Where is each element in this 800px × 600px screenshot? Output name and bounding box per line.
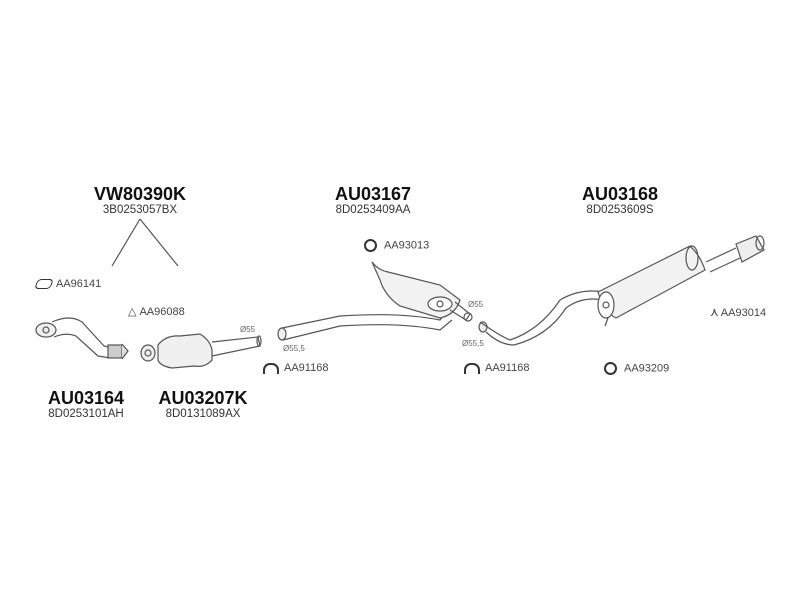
hanger-icon: ⋏	[710, 305, 719, 319]
rubber-mount-icon	[364, 239, 377, 252]
accessory-aa93014: ⋏AA93014	[710, 305, 767, 319]
oe-number-3b0253057bx: 3B0253057BX	[102, 204, 178, 216]
kit-bracket-lines	[111, 218, 179, 267]
triangle-gasket-icon: △	[128, 306, 137, 318]
accessory-aa91168-2: AA91168	[464, 362, 529, 374]
part-number-au03207k: AU03207K	[158, 388, 248, 408]
diameter-label: Ø55,5	[462, 339, 484, 348]
oe-number-8d0253609s: 8D0253609S	[586, 204, 654, 216]
rear-silencer-drawing	[478, 235, 765, 346]
part-number-au03164: AU03164	[47, 388, 125, 408]
accessory-aa93209: AA93209	[604, 362, 669, 375]
oe-number-8d0253101ah: 8D0253101AH	[48, 408, 124, 420]
part-number-au03167: AU03167	[334, 184, 412, 204]
accessory-aa93013: AA93013	[364, 239, 429, 252]
diameter-label: Ø55	[240, 325, 256, 334]
gasket-icon	[34, 279, 54, 290]
accessory-aa96141: AA96141	[34, 278, 101, 290]
accessory-aa96088: △AA96088	[128, 306, 185, 318]
accessory-aa91168-1: AA91168	[263, 362, 328, 374]
rubber-mount-icon	[604, 362, 617, 375]
clamp-icon	[464, 362, 480, 374]
middle-silencer-drawing	[277, 261, 473, 341]
oe-number-8d0131089ax: 8D0131089AX	[165, 408, 241, 420]
diameter-label: Ø55,5	[283, 344, 305, 353]
part-number-au03168: AU03168	[581, 184, 659, 204]
oe-number-8d0253409aa: 8D0253409AA	[335, 204, 411, 216]
catalytic-converter-drawing	[140, 333, 262, 369]
clamp-icon	[263, 362, 279, 374]
part-number-vw80390k: VW80390K	[93, 184, 187, 204]
front-pipe-drawing	[35, 317, 129, 360]
diameter-label: Ø55	[468, 300, 484, 309]
